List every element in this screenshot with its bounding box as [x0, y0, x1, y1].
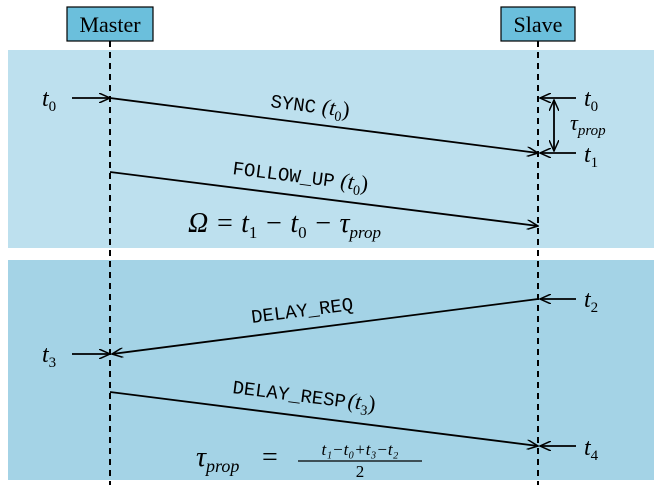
- tau-formula-equals: =: [262, 442, 278, 473]
- tau-prop-label: τprop: [570, 110, 606, 139]
- master-label: Master: [79, 12, 141, 37]
- t0-right-label: t0: [584, 86, 598, 115]
- slave-header-box: [500, 6, 576, 42]
- slave-label: Slave: [514, 12, 563, 37]
- tau-formula-lhs: τprop: [196, 442, 239, 476]
- t3-left-label: t3: [42, 342, 56, 371]
- tau-formula-numerator: t₁−t₀+t₃−t₂: [322, 440, 399, 459]
- t1-right-label: t1: [584, 142, 598, 171]
- sync-message-arrow: [109, 97, 538, 153]
- follow-up-message-arrow: [109, 171, 538, 226]
- t4-right-label: t4: [584, 435, 599, 464]
- t2-right-label: t2: [584, 287, 598, 316]
- t0-left-label: t0: [42, 86, 56, 115]
- tau-formula-denominator: 2: [356, 462, 365, 481]
- delay-req-message-arrow: [112, 298, 539, 354]
- delay-resp-message-arrow: [109, 391, 538, 446]
- omega-formula: Ω = t1 − t0 − τprop: [188, 208, 381, 242]
